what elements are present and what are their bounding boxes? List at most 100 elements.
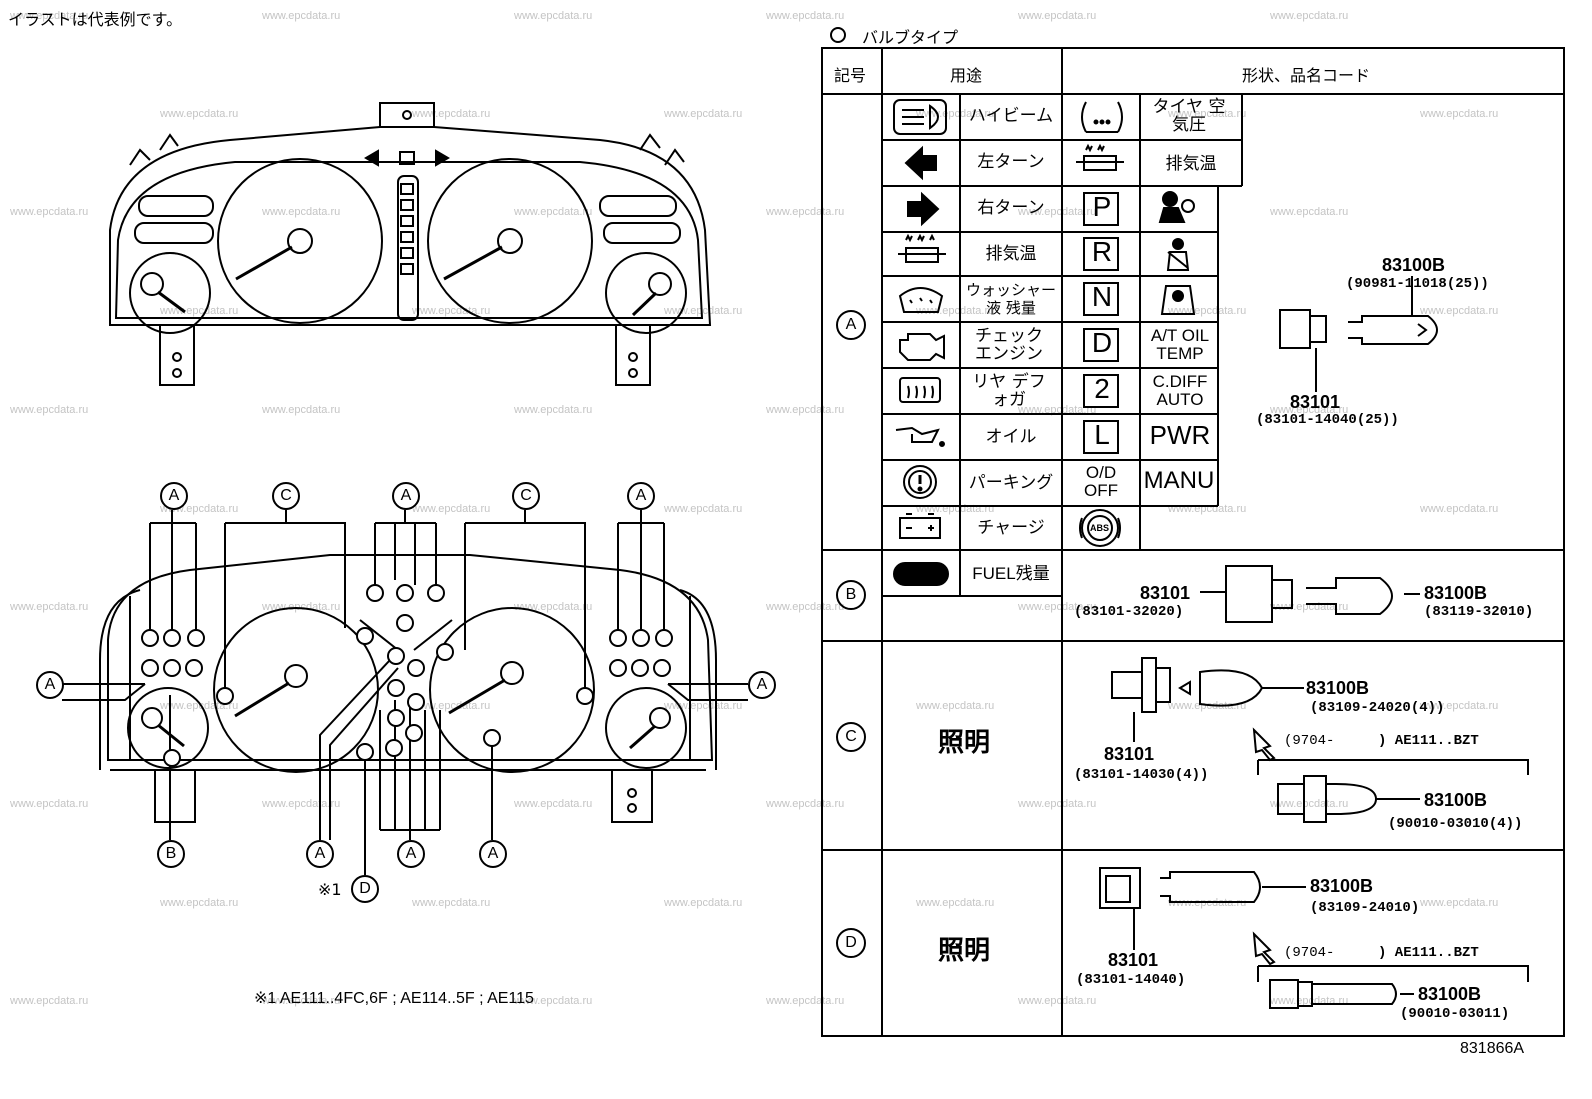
check-engine-icon bbox=[899, 333, 945, 361]
watermark-text: www.epcdata.ru bbox=[10, 995, 89, 1007]
watermark-text: www.epcdata.ru bbox=[1420, 108, 1499, 120]
watermark-text: www.epcdata.ru bbox=[1018, 206, 1097, 218]
c-range-model: ) AE111..BZT bbox=[1378, 733, 1479, 749]
callout-c-left: C bbox=[272, 482, 300, 510]
oil-icon bbox=[895, 426, 945, 447]
watermark-text: www.epcdata.ru bbox=[10, 206, 89, 218]
b-socket-part: 83101 bbox=[1140, 583, 1191, 603]
callout-a-left: A bbox=[160, 482, 188, 510]
legend-title: バルブタイプ bbox=[862, 28, 959, 47]
watermark-text: www.epcdata.ru bbox=[514, 404, 593, 416]
watermark-text: www.epcdata.ru bbox=[412, 108, 491, 120]
watermark-text: www.epcdata.ru bbox=[412, 503, 491, 515]
a-socket-part: 83101 bbox=[1290, 392, 1341, 412]
usage-rear-defogger: リヤ デフォガ bbox=[972, 372, 1046, 410]
c-bulb2-part: 83100B bbox=[1424, 790, 1488, 810]
header-symbol: 記号 bbox=[834, 66, 867, 85]
a-bulb-code: (90981-11018(25)) bbox=[1346, 276, 1489, 292]
watermark-text: www.epcdata.ru bbox=[514, 10, 593, 22]
row-label-b: B bbox=[836, 580, 866, 610]
row-label-d: D bbox=[836, 928, 866, 958]
usage-illumination-d: 照明 bbox=[938, 936, 991, 966]
watermark-text: www.epcdata.ru bbox=[916, 897, 995, 909]
socket-bulb-b-drawing bbox=[1200, 565, 1420, 623]
watermark-text: www.epcdata.ru bbox=[1270, 10, 1349, 22]
c-socket-code: (83101-14030(4)) bbox=[1074, 767, 1209, 783]
a-bulb-part: 83100B bbox=[1382, 255, 1446, 275]
usage-tire-pressure: タイヤ 空気圧 bbox=[1152, 97, 1226, 135]
watermark-text: www.epcdata.ru bbox=[1420, 503, 1499, 515]
watermark-text: www.epcdata.ru bbox=[262, 404, 341, 416]
b-socket-code: (83101-32020) bbox=[1074, 604, 1184, 620]
gear-d: D bbox=[1091, 327, 1113, 358]
watermark-text: www.epcdata.ru bbox=[10, 601, 89, 613]
watermark-text: www.epcdata.ru bbox=[664, 700, 743, 712]
d-range-model: ) AE111..BZT bbox=[1378, 945, 1479, 961]
gear-2: 2 bbox=[1094, 373, 1110, 404]
abs-icon bbox=[1079, 509, 1121, 547]
usage-right-turn: 右ターン bbox=[977, 198, 1045, 218]
watermark-text: www.epcdata.ru bbox=[766, 798, 845, 810]
at-oil-temp-label: A/T OIL TEMP bbox=[1150, 326, 1210, 363]
illustration-note: イラストは代表例です。 bbox=[8, 10, 183, 29]
callout-d-prefix: ※1 bbox=[318, 880, 342, 899]
b-bulb-part: 83100B bbox=[1424, 583, 1488, 603]
watermark-text: www.epcdata.ru bbox=[1018, 10, 1097, 22]
watermark-text: www.epcdata.ru bbox=[10, 404, 89, 416]
watermark-text: www.epcdata.ru bbox=[514, 798, 593, 810]
socket-bulb-c-drawing bbox=[1111, 657, 1529, 823]
seatbelt-icon bbox=[1166, 238, 1190, 271]
watermark-text: www.epcdata.ru bbox=[664, 108, 743, 120]
callout-d: D bbox=[351, 875, 379, 903]
usage-fuel-level: FUEL残量 bbox=[972, 564, 1050, 583]
wedge-bulb-drawing bbox=[1279, 276, 1438, 392]
washer-fluid-icon bbox=[898, 287, 944, 313]
watermark-text: www.epcdata.ru bbox=[1270, 206, 1349, 218]
socket-bulb-d-drawing bbox=[1099, 867, 1529, 1009]
usage-exhaust-temp: 排気温 bbox=[985, 244, 1037, 264]
callout-a-bottom-center: A bbox=[397, 840, 425, 868]
watermark-text: www.epcdata.ru bbox=[1018, 995, 1097, 1007]
watermark-text: www.epcdata.ru bbox=[262, 206, 341, 218]
figure-id: 831866A bbox=[1460, 1040, 1525, 1057]
watermark-text: www.epcdata.ru bbox=[160, 700, 239, 712]
watermark-text: www.epcdata.ru bbox=[766, 601, 845, 613]
c-bulb-part: 83100B bbox=[1306, 678, 1370, 698]
parking-brake-icon bbox=[903, 465, 937, 499]
watermark-text: www.epcdata.ru bbox=[1420, 305, 1499, 317]
watermark-text: www.epcdata.ru bbox=[1168, 700, 1247, 712]
callout-a-far-right: A bbox=[748, 671, 776, 699]
b-bulb-code: (83119-32010) bbox=[1424, 604, 1534, 620]
rear-defogger-icon bbox=[899, 377, 941, 403]
callout-a-right: A bbox=[627, 482, 655, 510]
watermark-text: www.epcdata.ru bbox=[766, 404, 845, 416]
cluster-top-view bbox=[109, 102, 712, 386]
header-usage: 用途 bbox=[950, 66, 983, 85]
watermark-text: www.epcdata.ru bbox=[916, 305, 995, 317]
watermark-text: www.epcdata.ru bbox=[766, 995, 845, 1007]
abs-label: ABS bbox=[1090, 523, 1110, 533]
usage-oil: オイル bbox=[985, 427, 1037, 447]
d-socket-part: 83101 bbox=[1108, 950, 1159, 970]
watermark-text: www.epcdata.ru bbox=[916, 700, 995, 712]
c-bulb-code: (83109-24020(4)) bbox=[1310, 700, 1445, 716]
c-diff-auto-label: C.DIFF AUTO bbox=[1152, 372, 1208, 409]
header-shape-code: 形状、品名コード bbox=[1242, 66, 1371, 85]
row-label-c: C bbox=[836, 722, 866, 752]
watermark-text: www.epcdata.ru bbox=[412, 897, 491, 909]
exhaust-temp-icon-2 bbox=[1076, 143, 1124, 171]
watermark-text: www.epcdata.ru bbox=[160, 897, 239, 909]
watermark-text: www.epcdata.ru bbox=[514, 206, 593, 218]
right-turn-icon bbox=[907, 191, 940, 227]
manu-label: MANU bbox=[1143, 467, 1215, 494]
tire-pressure-icon bbox=[1081, 101, 1123, 133]
usage-exhaust-temp-2: 排気温 bbox=[1165, 154, 1217, 174]
callout-a-center: A bbox=[392, 482, 420, 510]
pwr-label: PWR bbox=[1149, 420, 1211, 450]
d-bulb2-part: 83100B bbox=[1418, 984, 1482, 1004]
cluster-rear-view bbox=[62, 510, 748, 875]
gear-n: N bbox=[1091, 281, 1113, 312]
charge-icon bbox=[899, 513, 941, 539]
watermark-text: www.epcdata.ru bbox=[1168, 108, 1247, 120]
